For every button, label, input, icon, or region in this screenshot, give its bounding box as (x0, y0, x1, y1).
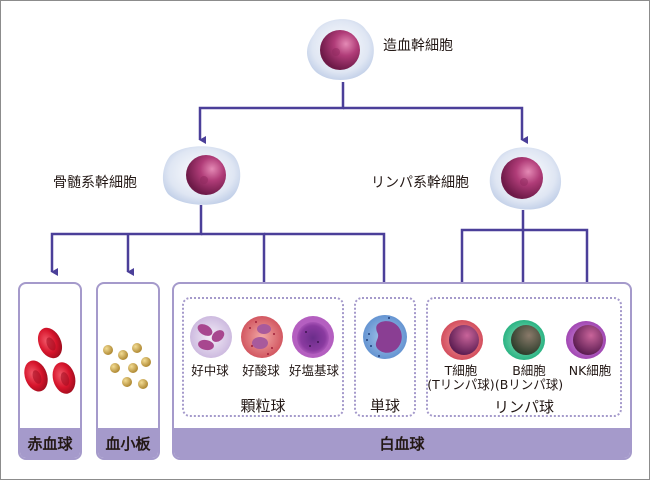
wbc-panel-label: 白血球 (174, 428, 630, 458)
basophil-icon (292, 316, 334, 358)
t-cell-name: T細胞 (444, 363, 478, 378)
b-cell-icon (503, 320, 545, 360)
hematopoietic-stem-cell-icon (307, 19, 374, 80)
monocyte-label: 単球 (369, 397, 400, 415)
nk-cell-icon (566, 321, 606, 359)
nk-cell-label: NK細胞 (562, 363, 618, 378)
neutrophil-icon (190, 316, 232, 358)
t-cell-alias: (Tリンパ球) (427, 377, 495, 393)
lymphoid-stem-cell-icon (489, 147, 562, 210)
basophil-label: 好塩基球 (288, 363, 339, 378)
granulocyte-group (182, 297, 344, 417)
lymphoid-node-label: リンパ系幹細胞 (371, 175, 469, 191)
myeloid-node-label: 骨髄系幹細胞 (53, 175, 137, 191)
lymphocyte-group (426, 297, 622, 417)
rbc-panel-label: 赤血球 (20, 428, 80, 458)
connector-myeloid-rbc (50, 205, 203, 276)
platelet-panel-label: 血小板 (98, 428, 158, 458)
monocyte-group (354, 297, 416, 417)
t-cell-icon (441, 320, 483, 360)
b-cell-name: B細胞 (512, 363, 546, 378)
b-cell-alias: (Bリンパ球) (494, 377, 564, 393)
myeloid-stem-cell-icon (162, 146, 241, 205)
monocyte-icon (363, 315, 407, 359)
platelet-panel: 血小板 (96, 282, 160, 460)
granulocyte-label: 顆粒球 (240, 397, 286, 415)
lymphocyte-cells (441, 320, 606, 360)
b-cell-label: B細胞 (Bリンパ球) (494, 363, 564, 393)
connector-lymphoid-tcell (460, 210, 525, 316)
connector-root-myeloid (198, 82, 345, 144)
granulocyte-cells (190, 316, 334, 358)
wbc-panel: 白血球 (172, 282, 632, 460)
platelets-icon (103, 343, 151, 389)
connector-myeloid-monocyte (264, 232, 390, 296)
connector-root-lymphoid (343, 106, 528, 144)
nk-cell-name: NK細胞 (568, 363, 612, 378)
lymphocyte-label: リンパ球 (493, 398, 554, 416)
root-node-label: 造血幹細胞 (383, 38, 453, 54)
neutrophil-label: 好中球 (191, 363, 229, 378)
eosinophil-label: 好酸球 (242, 363, 280, 378)
red-blood-cells-icon (24, 327, 76, 394)
eosinophil-icon (241, 316, 283, 358)
t-cell-label: T細胞 (Tリンパ球) (426, 363, 496, 393)
